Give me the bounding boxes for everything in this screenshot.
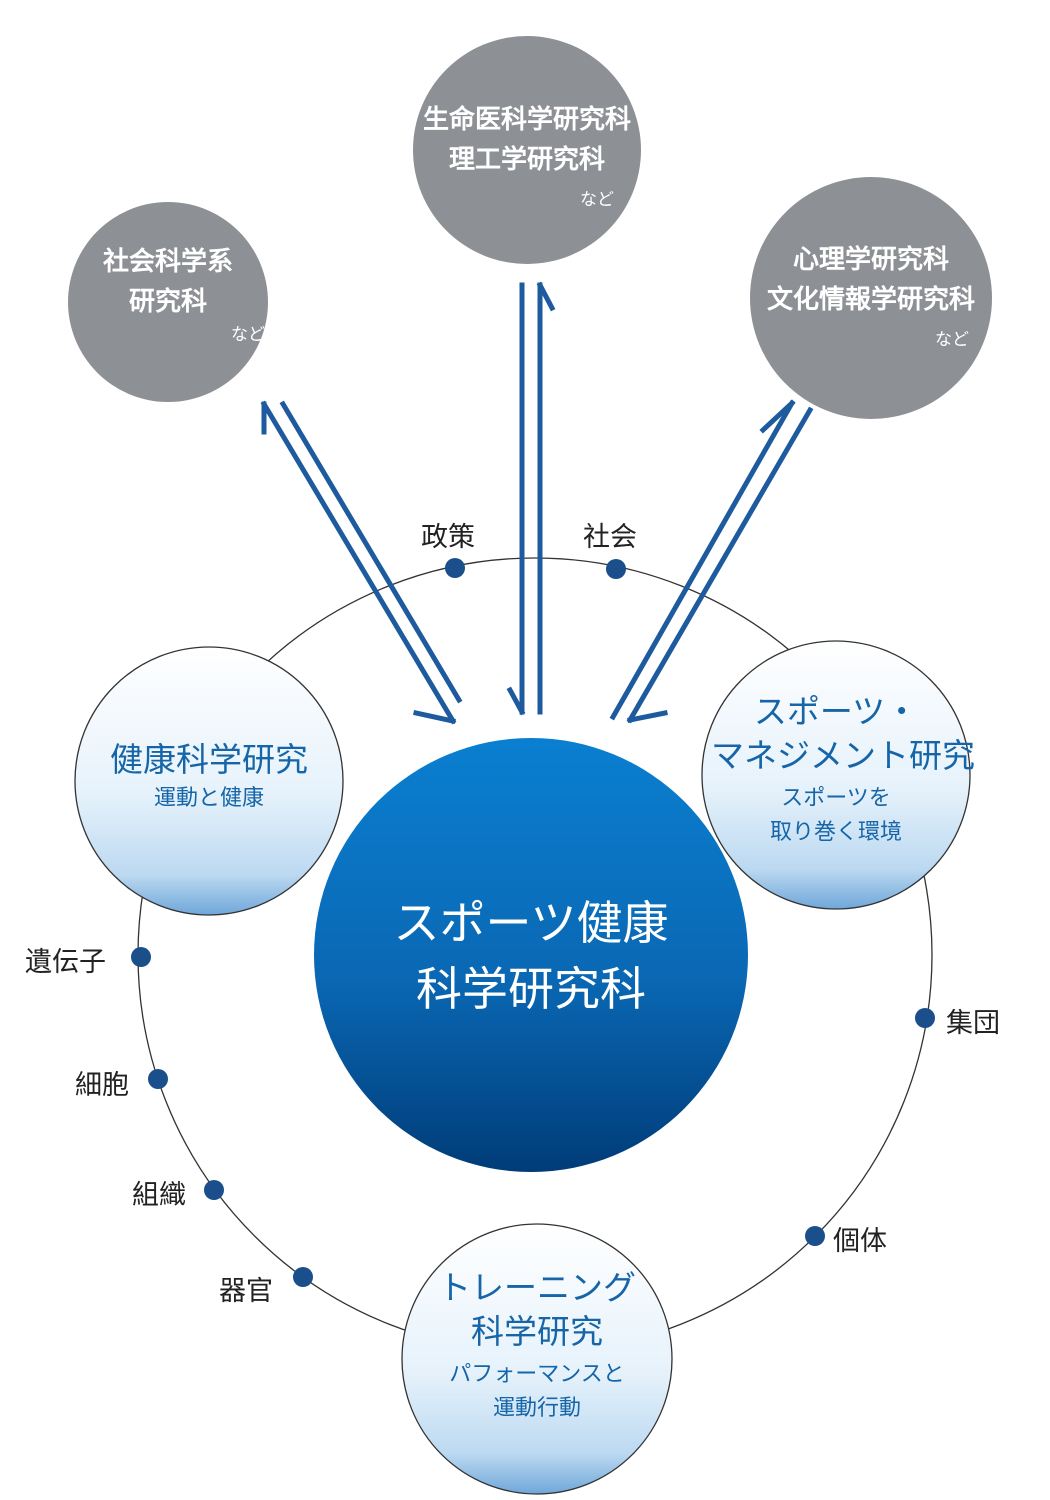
training-desc-2: 運動行動 bbox=[492, 1396, 581, 1421]
sports-management-text: スポーツ・ マネジメント研究 スポーツを 取り巻く環境 bbox=[711, 690, 975, 850]
center-circle bbox=[314, 738, 748, 1172]
management-desc-2: 取り巻く環境 bbox=[769, 820, 902, 845]
life-note: など bbox=[580, 190, 614, 210]
keyword-policy: 政策 bbox=[421, 522, 475, 553]
training-science-text: トレーニング 科学研究 パフォーマンスと 運動行動 bbox=[412, 1266, 662, 1426]
training-title-1: トレーニング bbox=[438, 1268, 636, 1307]
keyword-gene: 遺伝子 bbox=[25, 947, 106, 978]
keyword-tissue: 組織 bbox=[132, 1180, 186, 1211]
dot-cell bbox=[148, 1069, 168, 1089]
life-line-1: 生命医科学研究科 bbox=[422, 105, 631, 135]
node-health-science bbox=[74, 646, 344, 916]
life-line-2: 理工学研究科 bbox=[448, 145, 605, 175]
management-title-2: マネジメント研究 bbox=[711, 736, 975, 775]
node-social-sciences bbox=[68, 202, 268, 402]
dot-policy bbox=[445, 558, 465, 578]
arrow-social bbox=[260, 400, 463, 725]
training-desc-1: パフォーマンスと bbox=[449, 1362, 625, 1387]
dot-group bbox=[915, 1008, 935, 1028]
dot-tissue bbox=[204, 1180, 224, 1200]
arrow-psych bbox=[609, 399, 814, 724]
center-title: スポーツ健康 科学研究科 bbox=[331, 890, 731, 1022]
node-sports-management bbox=[701, 640, 971, 910]
social-line-2: 研究科 bbox=[128, 287, 207, 317]
keyword-organ: 器官 bbox=[219, 1276, 273, 1307]
psychology-label: 心理学研究科 文化情報学研究科 bbox=[755, 240, 987, 320]
dot-society bbox=[606, 559, 626, 579]
management-desc-1: スポーツを bbox=[781, 786, 891, 811]
training-title-2: 科学研究 bbox=[471, 1312, 603, 1351]
dot-gene bbox=[131, 947, 151, 967]
management-title-1: スポーツ・ bbox=[753, 692, 919, 731]
health-title: 健康科学研究 bbox=[110, 740, 308, 779]
social-sciences-label: 社会科学系 研究科 bbox=[68, 242, 268, 322]
keyword-society: 社会 bbox=[583, 522, 637, 553]
node-life-science-engineering bbox=[413, 36, 641, 264]
keyword-individual: 個体 bbox=[833, 1226, 887, 1257]
dot-organ bbox=[293, 1267, 313, 1287]
psych-line-2: 文化情報学研究科 bbox=[766, 285, 975, 315]
psych-note: など bbox=[935, 330, 969, 350]
psych-line-1: 心理学研究科 bbox=[792, 245, 949, 275]
health-science-text: 健康科学研究 運動と健康 bbox=[79, 738, 339, 816]
life-science-label: 生命医科学研究科 理工学研究科 bbox=[413, 100, 641, 180]
center-line-2: 科学研究科 bbox=[416, 962, 646, 1016]
keyword-group: 集団 bbox=[946, 1008, 1000, 1039]
keyword-cell: 細胞 bbox=[75, 1070, 129, 1101]
center-line-1: スポーツ健康 bbox=[393, 896, 669, 950]
social-line-1: 社会科学系 bbox=[102, 247, 233, 277]
health-desc: 運動と健康 bbox=[153, 786, 264, 811]
dot-individual bbox=[805, 1226, 825, 1246]
node-training-science bbox=[401, 1223, 673, 1495]
node-psychology-culture bbox=[750, 177, 992, 419]
social-note: など bbox=[231, 325, 265, 345]
arrow-life bbox=[506, 281, 556, 716]
